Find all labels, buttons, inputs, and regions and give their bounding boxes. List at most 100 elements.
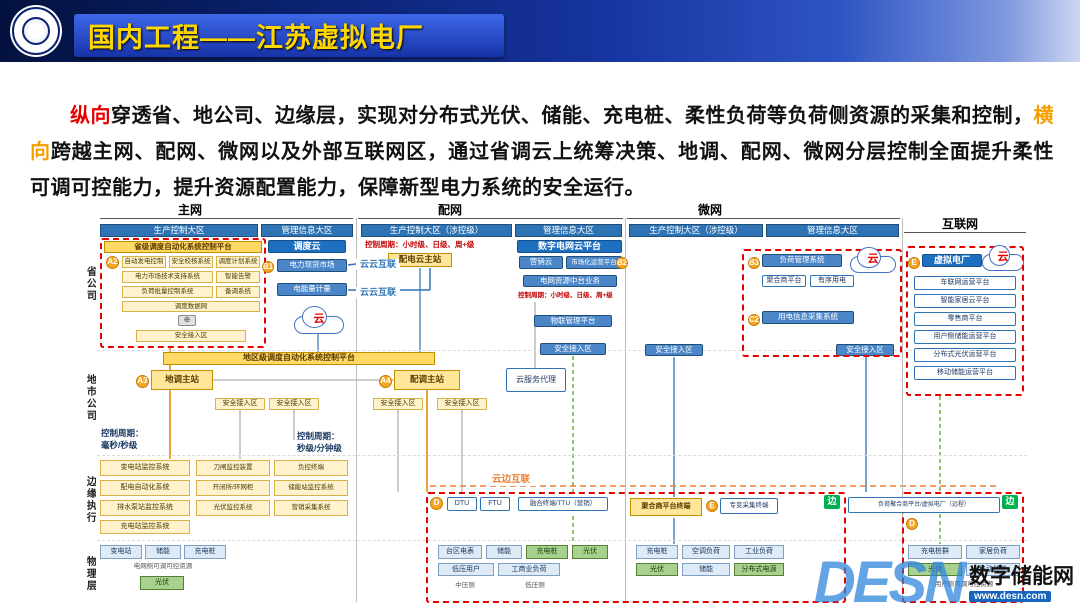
col-dist: 配网 xyxy=(437,203,462,217)
row-sep-3 xyxy=(97,540,1027,542)
grid-resource-box: 电网资源中台业务 xyxy=(523,275,617,287)
safe-access-box: 安全接入区 xyxy=(373,398,423,410)
sys-market-support: 电力市场技术支持系统 xyxy=(122,271,213,283)
phys-note: 中压侧 xyxy=(455,582,475,590)
edge-dist-auto-box: 配电自动化系统 xyxy=(100,480,190,496)
col-line-dist xyxy=(358,218,623,220)
load-agg-vpp-box: 负荷聚合商平台/虚拟电厂（远程） xyxy=(848,497,1000,513)
edge-storagemon-box: 储能站监控系统 xyxy=(274,480,348,496)
zone-main-mgmt: 管理信息大区 xyxy=(261,224,353,237)
aggregator-box: 聚合商平台 xyxy=(762,275,806,287)
phys-meter: 台区电表 xyxy=(438,545,482,559)
router-icon: ⊕ xyxy=(178,315,196,326)
site-watermark: DESN 数字储能网 www.desn.com xyxy=(814,553,1074,611)
zone-dist-mgmt: 管理信息大区 xyxy=(515,224,622,237)
phys-lv-user: 低压用户 xyxy=(438,563,494,576)
vpp-retailer-box: 零售商平台 xyxy=(914,312,1016,326)
special-collect-box: 专变采集终端 xyxy=(720,498,778,514)
col-sep-1 xyxy=(356,218,358,602)
frame-micro-mgmt xyxy=(742,249,902,357)
frame-edge-right xyxy=(902,492,1024,603)
safe-access-box: 安全接入区 xyxy=(136,330,246,342)
intro-text-1: 穿透省、地公司、边缘层，实现对分布式光伏、储能、充电桩、柔性负荷等负荷侧资源的采… xyxy=(111,105,1034,127)
phys-mobile-storage: 移动储能 xyxy=(966,563,1020,576)
safe-access-box: 安全接入区 xyxy=(645,344,703,356)
col-sep-3 xyxy=(902,218,904,602)
zone-micro-prod: 生产控制大区（涉控级） xyxy=(629,224,763,237)
page-title: 国内工程——江苏虚拟电厂 xyxy=(88,23,424,53)
edge-badge: 边 xyxy=(1002,495,1018,509)
watermark-text: 数字储能网 www.desn.com xyxy=(969,560,1074,606)
cycle-label: 毫秒/秒级 xyxy=(101,440,138,450)
row-edge: 边缘执行 xyxy=(84,476,96,524)
row-province: 省公司 xyxy=(84,266,96,302)
sys-dispatch-net: 调度数据网 xyxy=(122,301,260,312)
cloud-link-label: 云云互联 xyxy=(356,259,400,270)
phys-industry: 工商业负荷 xyxy=(498,563,560,576)
frame-internet-cloud xyxy=(906,246,1024,396)
badge-d: D xyxy=(906,518,918,530)
vpp-header: 虚拟电厂 xyxy=(922,254,982,267)
dist-master-box: 配调主站 xyxy=(394,370,460,390)
vpp-mobile-storage-box: 移动储能运营平台 xyxy=(914,366,1016,380)
cloud-icon-micro: 云 xyxy=(850,247,896,274)
phys-pv: 光伏 xyxy=(636,563,678,576)
site-url: www.desn.com xyxy=(969,591,1052,602)
phys-storage: 储能 xyxy=(682,563,730,576)
badge-b1: B1 xyxy=(262,261,274,273)
cycle-label: 控制周期： xyxy=(297,431,340,441)
university-seal-logo xyxy=(10,5,62,57)
phys-industry: 工业负荷 xyxy=(734,545,784,559)
safe-access-box: 安全接入区 xyxy=(437,398,487,410)
cycle-label: 秒级/分钟级 xyxy=(297,443,342,453)
fusion-terminal-box: 融合终端/TTU（营销） xyxy=(518,497,608,511)
safe-access-box: 安全接入区 xyxy=(269,398,319,410)
marketing-cloud-box: 营销云 xyxy=(519,256,563,269)
row-sep-2 xyxy=(97,455,1027,457)
energy-metering-box: 电能量计量 xyxy=(277,283,347,296)
dtu-box: DTU xyxy=(447,497,477,511)
badge-a4: A4 xyxy=(379,375,392,388)
prov-dispatch-platform: 省级调度自动化系统控制平台 xyxy=(104,241,262,253)
phys-charger: 充电桩 xyxy=(526,545,568,559)
digital-grid-cloud-header: 数字电网云平台 xyxy=(517,240,622,253)
intro-text-2: 跨越主网、配网、微网以及外部互联网区，通过省调云上统筹决策、地调、配网、微网分层… xyxy=(30,141,1054,199)
edge-loadctrl-box: 负控终端 xyxy=(274,460,348,476)
edge-pump-box: 排水泵站监控系统 xyxy=(100,500,190,516)
logo-core-icon xyxy=(22,17,50,45)
col-main: 主网 xyxy=(177,203,202,217)
dist-control-cycle: 控制周期：小时级、日级、周+级 xyxy=(365,240,475,249)
cloud-icon-internet: 云 xyxy=(982,245,1024,272)
col-sep-2 xyxy=(625,218,627,602)
aggregator-terminal-box: 聚合商平台终端 xyxy=(630,498,702,516)
phys-storage: 储能 xyxy=(145,545,181,559)
power-info-collect-box: 用电信息采集系统 xyxy=(762,311,854,324)
phys-pv: 光伏 xyxy=(572,545,608,559)
phys-storage: 储能 xyxy=(486,545,522,559)
col-line-internet xyxy=(904,232,1026,234)
cloud-service-agent-box: 云服务代理 xyxy=(506,368,566,392)
site-name: 数字储能网 xyxy=(969,565,1074,588)
spot-market-box: 电力现货市场 xyxy=(277,259,347,272)
safe-access-box: 安全接入区 xyxy=(215,398,265,410)
phys-pv: 光伏 xyxy=(140,576,184,590)
vpp-pv-box: 分布式光伏运营平台 xyxy=(914,348,1016,362)
sys-alarm: 智能告警 xyxy=(216,271,260,283)
phys-charger-group: 充电桩群 xyxy=(908,545,962,559)
vpp-smarthome-box: 智能家居云平台 xyxy=(914,294,1016,308)
badge-a2: A2 xyxy=(106,256,119,269)
sys-plan: 调度计划系统 xyxy=(216,256,260,268)
dispatch-cloud-header: 调度云 xyxy=(268,240,346,253)
market-operation-box: 市场化运营平台 xyxy=(566,256,622,269)
col-micro: 微网 xyxy=(697,203,722,217)
phys-note: 电网侧可调可控资源 xyxy=(133,563,193,571)
edge-ringnet-box: 开闭所/环网柜 xyxy=(196,480,270,496)
city-master-box: 地调主站 xyxy=(151,370,213,390)
vpp-evnet-box: 车联网运营平台 xyxy=(914,276,1016,290)
safe-access-box: 安全接入区 xyxy=(540,343,606,355)
phys-pv: 光伏 xyxy=(908,563,962,576)
phys-charger: 充电桩 xyxy=(184,545,226,559)
